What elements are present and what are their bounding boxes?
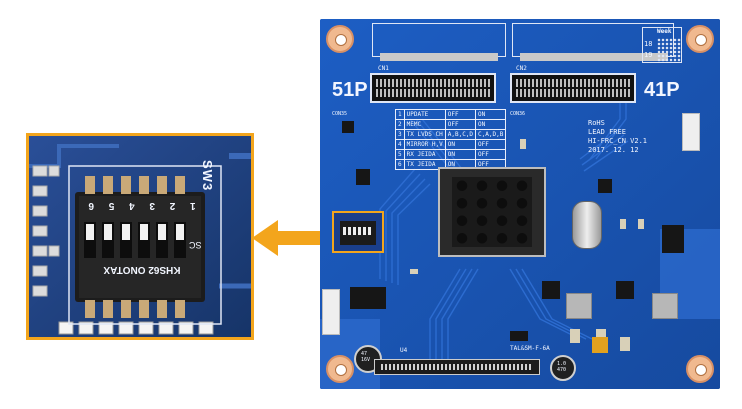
mounting-hole [686, 355, 714, 383]
table-cell: C,A,D,B [475, 129, 507, 140]
pcb-board: CN1 CN2 51P 41P Week 18 19 CON35 CON36 1… [320, 19, 720, 389]
switch-number: 4 [129, 200, 135, 211]
ic-chip [598, 179, 612, 193]
rohs-line: RoHS [588, 119, 605, 127]
table-cell: UPDATE [403, 109, 446, 120]
electrolytic-capacitor: 1.0 470 [550, 355, 576, 381]
table-cell: 4 [395, 139, 405, 150]
week-title: Week [657, 28, 672, 35]
table-cell: MEMC [403, 119, 446, 130]
left-white-connector [322, 289, 340, 335]
zoom-sc-label: SC [189, 240, 202, 250]
smd-part [620, 219, 626, 229]
smd-part [520, 139, 526, 149]
switch-number: 5 [108, 200, 115, 211]
table-cell: 3 [395, 129, 405, 140]
table-cell: 6 [395, 159, 405, 170]
label-51p: 51P [332, 79, 368, 101]
con35-label: CON35 [332, 111, 348, 117]
ic-chip [616, 281, 634, 299]
dip-switch-sw3 [332, 211, 384, 253]
top-connector-left [372, 23, 506, 57]
zoom-model-label: KHS62 ONOTAX [103, 264, 181, 275]
fpc-pins-right [520, 53, 668, 61]
mounting-hole [326, 355, 354, 383]
crystal-oscillator [572, 201, 602, 249]
table-cell: OFF [444, 109, 477, 120]
cn1-label: CN1 [378, 65, 389, 72]
week-row: 18 [644, 40, 653, 48]
rohs-block: RoHS LEAD FREE HI-FRC_CN V2.1 2017. 12. … [588, 119, 647, 155]
smd-part [596, 329, 606, 343]
switch-number: 1 [190, 200, 196, 211]
bottom-label: TAL&SM-F-6A [510, 345, 550, 352]
ic-chip [542, 281, 560, 299]
table-row: 6 TX JEIDA ON OFF [395, 159, 507, 170]
switch-number: 2 [169, 200, 176, 211]
function-table-container: 1 UPDATE OFF ON 2 MEMC OFF ON 3 TX LVDS … [395, 109, 507, 170]
table-row: 3 TX LVDS CH A,B,C,D C,A,D,B [395, 129, 507, 140]
zoom-switch-label: SW3 [200, 160, 215, 192]
ic-chip [510, 331, 528, 341]
table-cell: OFF [475, 149, 507, 160]
table-cell: RX JEIDA [403, 149, 446, 160]
rohs-line: 2017. 12. 12 [588, 146, 639, 154]
ic-chip [662, 225, 684, 253]
smd-part [638, 219, 644, 229]
capacitor-label: 47 16V [361, 351, 371, 363]
left-arrow-icon [252, 220, 324, 256]
table-cell: ON [475, 109, 507, 120]
connector-51p [370, 73, 496, 103]
ic-chip [342, 121, 354, 133]
con36-label: CON36 [510, 111, 526, 117]
ic-chip [356, 169, 370, 185]
table-row: 5 RX JEIDA ON OFF [395, 149, 507, 160]
table-row: 4 MIRROR H,V ON OFF [395, 139, 507, 150]
table-cell: A,B,C,D [444, 129, 477, 140]
smd-part [410, 269, 418, 274]
smd-part [570, 329, 580, 343]
function-table: 1 UPDATE OFF ON 2 MEMC OFF ON 3 TX LVDS … [395, 109, 507, 170]
connector-41p [510, 73, 636, 103]
rohs-line: HI-FRC_CN V2.1 [588, 137, 648, 145]
table-cell: TX LVDS CH [403, 129, 446, 140]
table-cell: OFF [475, 139, 507, 150]
zoom-inset: SW3 1 2 3 4 5 6 SC KHS62 ONOTAX [26, 133, 254, 340]
cn2-label: CN2 [516, 65, 527, 72]
table-cell: OFF [444, 119, 477, 130]
table-cell: ON [444, 139, 477, 150]
right-white-connector [682, 113, 700, 151]
table-cell: 2 [395, 119, 405, 130]
table-cell: ON [475, 119, 507, 130]
mounting-hole [686, 25, 714, 53]
inductor [652, 293, 678, 319]
u4-label: U4 [400, 347, 408, 354]
table-cell: ON [444, 149, 477, 160]
smd-part [620, 337, 630, 351]
bottom-fpc-connector [374, 359, 540, 375]
main-processor [438, 167, 546, 257]
heatsink [452, 177, 532, 247]
table-cell: 1 [395, 109, 405, 120]
week-box: Week 18 19 [642, 27, 682, 63]
ic-chip [350, 287, 386, 309]
zoom-inset-drawing [29, 136, 251, 337]
table-cell: 5 [395, 149, 405, 160]
rohs-line: LEAD FREE [588, 128, 626, 136]
table-row: 1 UPDATE OFF ON [395, 109, 507, 120]
zoom-switch-numbers: 1 2 3 4 5 6 [81, 200, 203, 211]
table-cell: MIRROR H,V [403, 139, 446, 150]
week-row: 19 [644, 51, 653, 59]
label-41p: 41P [644, 79, 680, 101]
inductor [566, 293, 592, 319]
capacitor-label: 1.0 470 [557, 361, 567, 373]
table-row: 2 MEMC OFF ON [395, 119, 507, 130]
switch-number: 6 [88, 200, 94, 211]
fpc-pins-left [380, 53, 498, 61]
smd-part [592, 337, 608, 353]
mounting-hole [326, 25, 354, 53]
switch-number: 3 [149, 200, 155, 211]
